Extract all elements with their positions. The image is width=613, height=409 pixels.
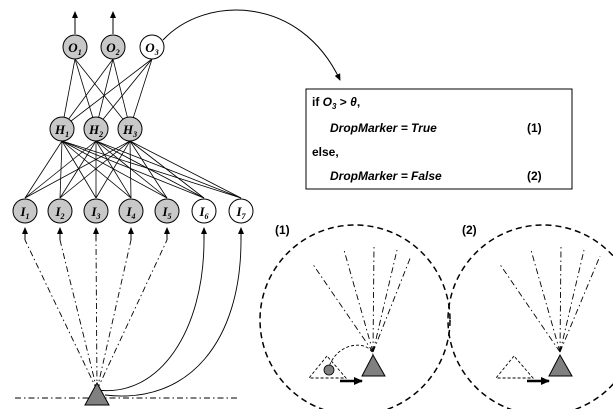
scenario-panel-2 (447, 224, 613, 409)
input-node: I2 (47, 198, 73, 224)
rule-false-line: DropMarker = False (330, 169, 442, 183)
input-hidden-connections (24, 140, 242, 199)
sensor-input-arrows (22, 227, 244, 240)
output-node: O3 (139, 34, 165, 60)
panel-2-label: (2) (462, 223, 477, 237)
svg-text:O2: O2 (106, 40, 119, 57)
svg-text:I7: I7 (235, 204, 246, 221)
input-node: I1 (12, 198, 38, 224)
panel-1-label: (1) (275, 223, 290, 237)
svg-text:I5: I5 (161, 204, 171, 221)
svg-text:I6: I6 (198, 204, 208, 221)
rule-false-number: (2) (527, 169, 542, 183)
input-node: I7 (228, 198, 254, 224)
back-sensor-curves (96, 239, 242, 397)
input-node: I6 (191, 198, 217, 224)
svg-text:I3: I3 (90, 204, 100, 221)
output-node: O2 (100, 34, 126, 60)
svg-text:O1: O1 (68, 40, 81, 57)
robot-triangle (361, 353, 386, 377)
rule-true-line: DropMarker = True (330, 121, 437, 135)
svg-text:H2: H2 (88, 122, 103, 139)
marker-drop-arc (327, 344, 374, 371)
input-node: I3 (83, 198, 109, 224)
svg-text:H1: H1 (54, 122, 69, 139)
rule-else-line: else, (312, 145, 339, 159)
previous-position-triangle (495, 355, 534, 379)
input-node: I5 (154, 198, 180, 224)
svg-text:H3: H3 (122, 122, 137, 139)
output-node: O1 (62, 34, 88, 60)
rule-true-number: (1) (527, 121, 542, 135)
input-node: I4 (118, 198, 144, 224)
svg-text:I1: I1 (19, 204, 29, 221)
hidden-node: H2 (83, 116, 109, 142)
drop-marker-rule-box: if O3 > θ, DropMarker = True (1) else, D… (305, 88, 573, 190)
svg-text:I4: I4 (125, 204, 135, 221)
o3-to-rule-arrow (162, 9, 341, 81)
svg-text:O3: O3 (145, 40, 158, 57)
hidden-node: H3 (117, 116, 143, 142)
svg-text:if O3 > θ,: if O3 > θ, (312, 95, 360, 111)
output-arrows (72, 11, 116, 34)
previous-position-triangle (308, 355, 347, 379)
scenario-panel-1 (259, 224, 451, 409)
hidden-output-connections (61, 58, 153, 129)
robot-triangle (548, 353, 573, 377)
svg-text:I2: I2 (54, 204, 64, 221)
robot-triangle-main (84, 381, 110, 406)
dropped-marker (323, 364, 335, 376)
sensor-rays (24, 239, 168, 391)
hidden-node: H1 (49, 116, 75, 142)
